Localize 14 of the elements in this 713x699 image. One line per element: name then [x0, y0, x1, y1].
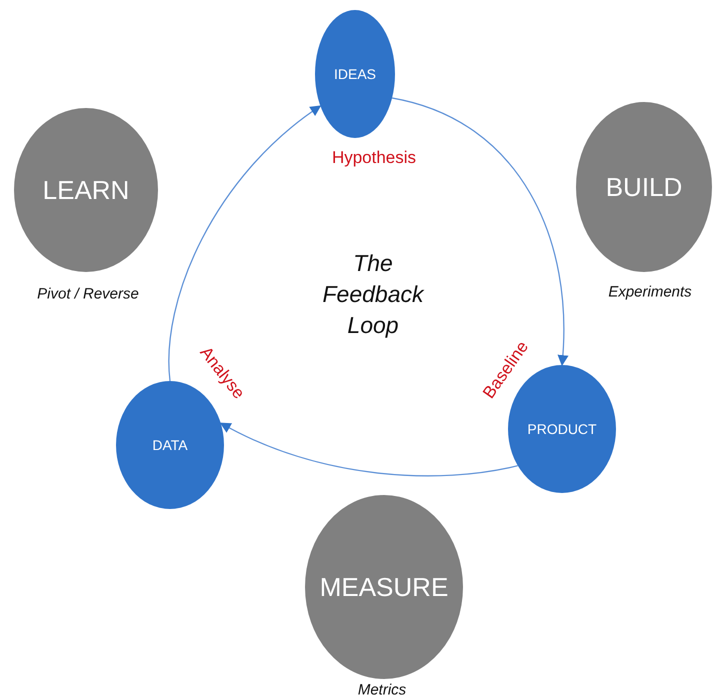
circle-label: DATA — [152, 437, 188, 453]
curved-arrow — [220, 422, 518, 476]
circle-label: MEASURE — [320, 572, 448, 602]
center-title: The Feedback Loop — [321, 249, 426, 340]
circle-label: LEARN — [42, 174, 130, 206]
curved-arrow — [392, 97, 568, 366]
step-caption: Hypothesis — [332, 148, 416, 168]
circle-label: IDEAS — [334, 66, 376, 82]
stage-caption: Pivot / Reverse — [37, 286, 139, 302]
stage-caption: Experiments — [608, 284, 692, 300]
circle-label: PRODUCT — [527, 421, 597, 437]
circle-label: BUILD — [606, 172, 682, 202]
curved-arrow — [168, 105, 322, 382]
stage-caption: Metrics — [358, 682, 406, 698]
